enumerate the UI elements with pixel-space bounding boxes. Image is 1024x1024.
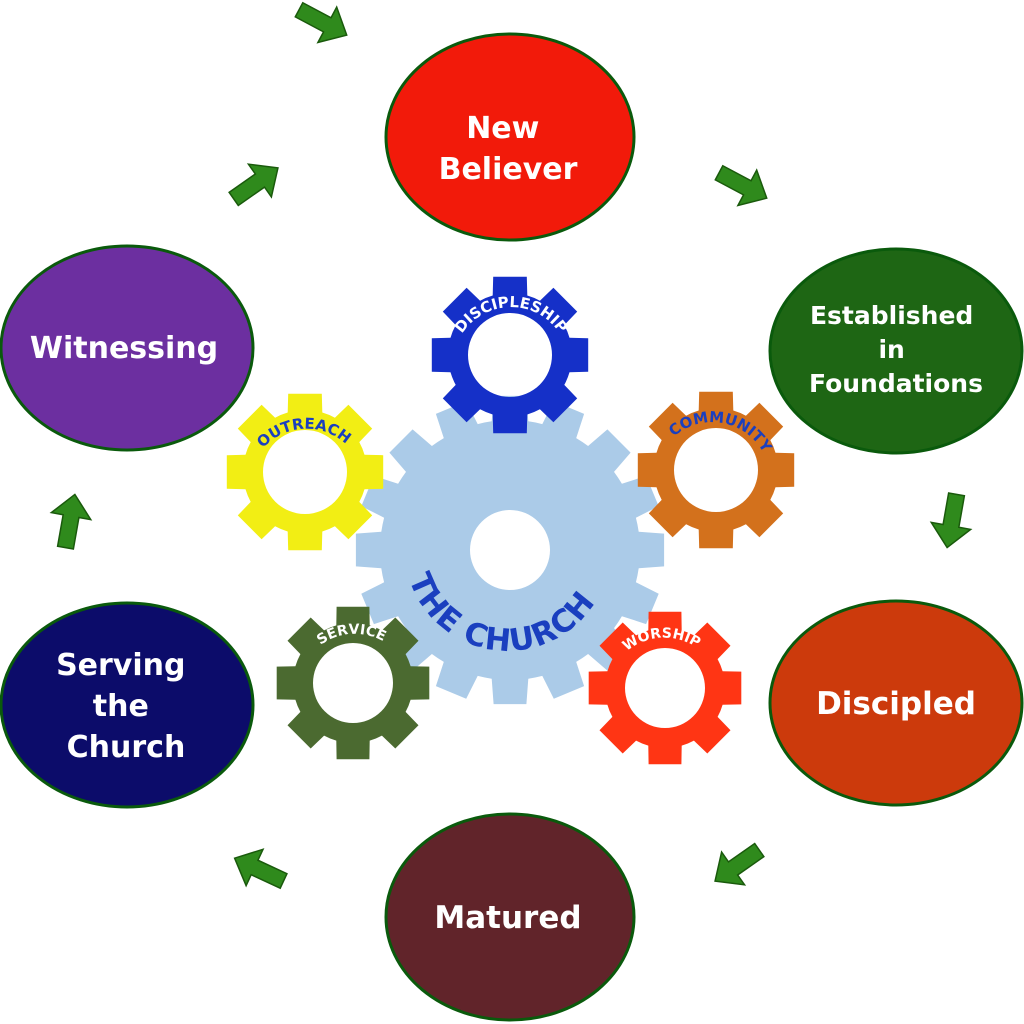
arrow-established-to-discipled (926, 490, 977, 552)
stage-matured: Matured (384, 812, 636, 1022)
arrow-serving-to-witnessing (45, 490, 96, 552)
stage-label: Matured (434, 900, 581, 936)
stage-label: Serving the Church (56, 648, 196, 765)
stage-label: New Believer (439, 111, 578, 187)
stage-discipled: Discipled (768, 599, 1024, 807)
discipleship-gear: DISCIPLESHIP (431, 276, 589, 434)
community-gear: COMMUNITY (637, 391, 795, 549)
stage-label: Discipled (816, 686, 976, 722)
stage-label: Established in Foundations (809, 301, 983, 398)
stage-serving-the-church: Serving the Church (0, 601, 255, 809)
outreach-gear: OUTREACH (226, 393, 384, 551)
arrow-witnessing-to-new-believer (221, 150, 291, 217)
arrow-matured-to-serving (225, 839, 293, 900)
stage-new-believer: New Believer (384, 32, 636, 242)
stage-witnessing: Witnessing (0, 244, 255, 452)
arrow-top-left (288, 0, 357, 54)
stage-label: Witnessing (30, 331, 218, 366)
stage-established-in-foundations: Established in Foundations (768, 247, 1024, 455)
worship-gear: WORSHIP (588, 611, 742, 765)
arrow-new-believer-to-established (708, 154, 777, 217)
service-gear: SERVICE (276, 606, 430, 760)
arrow-discipled-to-matured (702, 832, 772, 899)
